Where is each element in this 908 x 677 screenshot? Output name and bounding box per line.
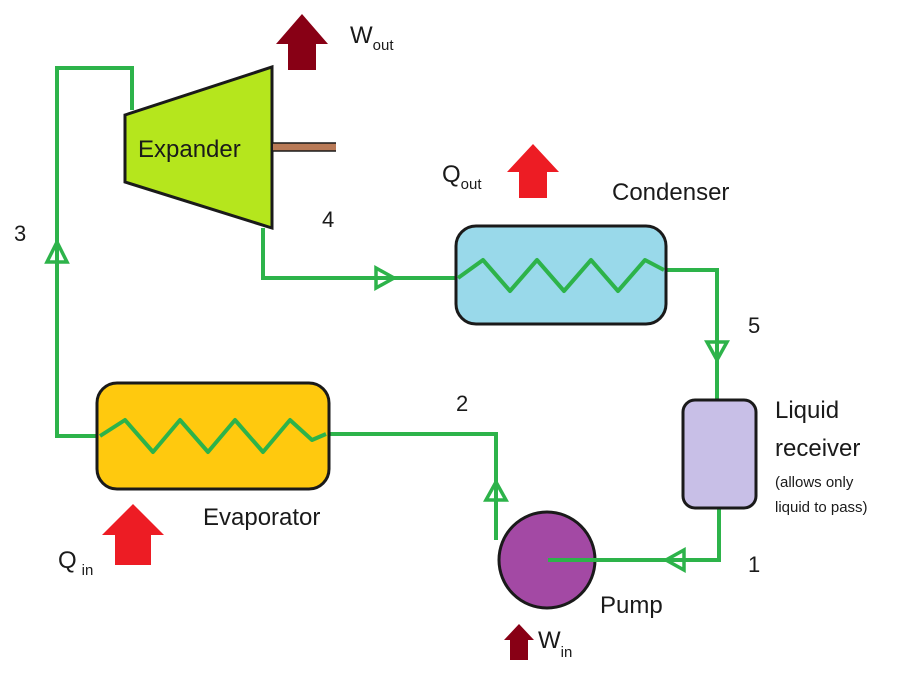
liquid-receiver: Liquid receiver (allows only liquid to p… [681,397,868,516]
state-label-2: 2 [456,391,468,416]
expander-body [123,64,274,231]
q-in-arrow-icon [102,504,164,565]
state-label-1: 1 [748,552,760,577]
w-out-label: Wout [350,22,394,54]
expander: Expander [123,64,336,231]
evaporator-label: Evaporator [203,504,320,531]
flow-arrow-left [662,547,686,573]
q-out-arrow-icon [507,144,559,198]
flow-arrows [44,238,730,573]
q-out-label: Qout [442,161,482,193]
pump-label: Pump [600,592,663,619]
receiver-note-line2: liquid to pass) [775,499,868,516]
pipe-3-to-expander [55,66,134,438]
flow-arrow-down [704,340,730,364]
state-labels: 1 2 3 4 5 [14,207,760,577]
pipe-expander-to-condenser [261,228,460,280]
condenser: Condenser [454,179,729,326]
evaporator: Evaporator [95,381,331,531]
energy-w-out: Wout [276,14,394,70]
expander-label: Expander [138,136,241,163]
receiver-body [681,398,758,510]
flow-arrow-up-left [44,238,70,264]
energy-w-in: Win [504,624,572,661]
evaporator-body [95,381,331,491]
w-in-arrow-icon [504,624,534,660]
receiver-note-line1: (allows only [775,474,854,491]
evaporator-coil [98,418,327,454]
w-out-arrow-icon [276,14,328,70]
state-label-3: 3 [14,221,26,246]
pipe-receiver-to-pump [548,508,721,562]
flow-arrow-up-pump [483,478,509,502]
receiver-label-line1: Liquid [775,397,839,424]
pipe-pump-to-evaporator [325,432,498,540]
condenser-body [454,224,668,326]
receiver-label-line2: receiver [775,435,860,462]
w-in-label: Win [538,627,572,661]
pump: Pump [497,510,663,619]
condenser-coil [456,258,665,293]
pipe-condenser-to-receiver [660,268,719,400]
flow-arrow-right [374,265,398,291]
state-label-5: 5 [748,313,760,338]
piping [55,66,721,562]
energy-q-out: Qout [442,144,559,198]
state-label-4: 4 [322,207,334,232]
condenser-label: Condenser [612,179,729,206]
